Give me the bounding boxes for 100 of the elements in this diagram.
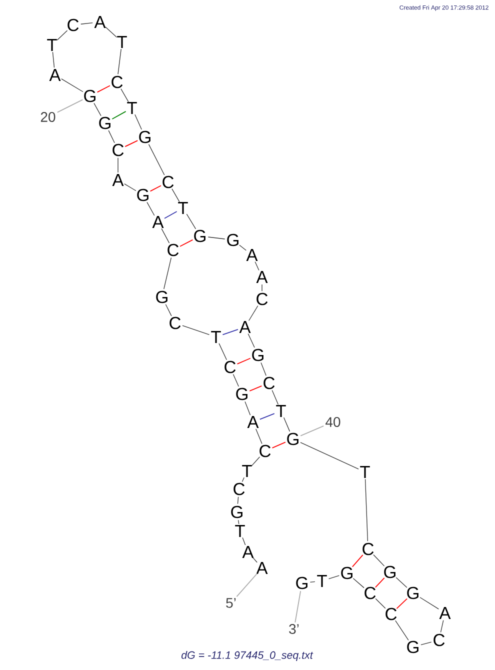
nucleotide-letter: A xyxy=(49,69,61,81)
backbone-line xyxy=(108,130,115,144)
backbone-line xyxy=(120,88,129,102)
backbone-line xyxy=(375,598,386,609)
nucleotide-letter: A xyxy=(256,271,268,283)
backbone-line xyxy=(146,202,155,216)
backbone-line xyxy=(328,575,340,580)
nucleotide-letter: G xyxy=(156,290,168,304)
nucleotide-letter: G xyxy=(252,348,264,362)
backbone-line xyxy=(352,578,364,588)
position-number: 20 xyxy=(40,112,56,122)
nucleotide-letter: T xyxy=(235,525,245,537)
backbone-line xyxy=(396,577,408,588)
caption: dG = -11.1 97445_0_seq.txt xyxy=(181,651,314,661)
nucleotide-letter: T xyxy=(242,465,252,477)
base-pair-line xyxy=(352,554,364,568)
backbone-line xyxy=(124,184,136,192)
backbone-line xyxy=(165,304,172,316)
leader-line xyxy=(236,573,258,597)
backbone-line xyxy=(118,48,122,74)
base-pair-line xyxy=(150,185,162,192)
nucleotide-letter: A xyxy=(112,174,124,186)
backbone-line xyxy=(232,374,239,387)
backbone-line xyxy=(252,557,258,563)
nucleotide-letter: C xyxy=(162,176,174,188)
backbone-line xyxy=(80,22,93,24)
backbone-line xyxy=(254,261,260,271)
nucleotide-letter: C xyxy=(260,444,271,458)
leader-line xyxy=(300,426,324,436)
base-pair-line xyxy=(272,442,286,448)
position-number: 40 xyxy=(326,417,340,427)
backbone-line xyxy=(283,417,290,432)
backbone-line xyxy=(300,442,359,470)
backbone-line xyxy=(260,362,266,376)
base-pair-line xyxy=(222,328,238,336)
base-pair-line xyxy=(236,358,251,364)
nucleotide-letter: G xyxy=(227,234,238,246)
nucleotide-letter: C xyxy=(170,316,181,330)
nucleotide-letter: G xyxy=(341,566,352,580)
nucleotide-letter: G xyxy=(99,116,110,130)
backbone-line xyxy=(208,236,226,240)
nucleotide-letter: C xyxy=(168,244,179,256)
backbone-line xyxy=(134,114,142,130)
backbone-line xyxy=(248,305,258,321)
backbone-line xyxy=(182,325,210,336)
backbone-line xyxy=(105,26,118,38)
nucleotide-letter: G xyxy=(287,432,298,446)
position-number: 5’ xyxy=(226,598,236,608)
nucleotide-letter: C xyxy=(224,360,236,374)
nucleotide-letter: A xyxy=(152,216,164,228)
backbone-line xyxy=(148,144,165,176)
nucleotide-letter: G xyxy=(84,90,96,102)
backbone-line xyxy=(61,78,84,92)
nucleotide-letter: C xyxy=(68,18,79,32)
backbone-line xyxy=(373,554,385,566)
base-pair-line xyxy=(164,211,178,219)
backbone-line xyxy=(244,401,251,416)
nucleotide-letter: G xyxy=(236,388,248,400)
nucleotide-letter: A xyxy=(94,16,106,28)
base-pair-line xyxy=(124,140,138,148)
nucleotide-letter: G xyxy=(137,188,148,202)
nucleotide-letter: C xyxy=(362,542,374,556)
base-pair-line xyxy=(96,85,110,93)
nucleotide-letter: A xyxy=(246,249,258,261)
nucleotide-letter: T xyxy=(317,575,327,587)
base-pair-line xyxy=(112,111,126,120)
nucleotide-letter: A xyxy=(239,321,251,333)
nucleotide-letter: C xyxy=(256,292,268,306)
backbone-line xyxy=(440,620,444,633)
nucleotide-letter: C xyxy=(234,482,245,496)
backbone-line xyxy=(161,228,170,244)
nucleotide-letter: C xyxy=(264,376,275,390)
nucleotide-letter: T xyxy=(360,466,370,478)
backbone-line xyxy=(420,597,440,610)
nucleotide-letter: G xyxy=(194,230,206,242)
nucleotide-letter: T xyxy=(117,36,127,48)
backbone-line xyxy=(238,520,240,524)
backbone-line xyxy=(256,428,262,444)
backbone-line xyxy=(364,478,368,542)
backbone-line xyxy=(272,390,279,405)
nucleotide-letter: T xyxy=(178,202,188,214)
nucleotide-letter: G xyxy=(407,640,418,654)
nucleotide-letter: G xyxy=(296,576,308,590)
backbone-line xyxy=(172,188,180,202)
base-pair-line xyxy=(180,239,194,247)
nucleotide-letter: T xyxy=(127,102,137,114)
nucleotide-letter: G xyxy=(139,130,150,144)
nucleotide-letter: C xyxy=(364,586,376,600)
nucleotide-letter: A xyxy=(439,607,451,619)
nucleotide-letter: G xyxy=(407,586,418,600)
base-pair-line xyxy=(396,598,408,610)
backbone-line xyxy=(251,456,260,466)
nucleotide-letter: T xyxy=(211,331,221,343)
backbone-line xyxy=(395,620,409,640)
backbone-line xyxy=(420,642,432,646)
nucleotide-letter: G xyxy=(231,506,242,518)
leader-line xyxy=(294,590,302,623)
backbone-line xyxy=(237,496,239,504)
base-pair-line xyxy=(374,577,385,588)
nucleotide-letter: A xyxy=(247,416,259,428)
